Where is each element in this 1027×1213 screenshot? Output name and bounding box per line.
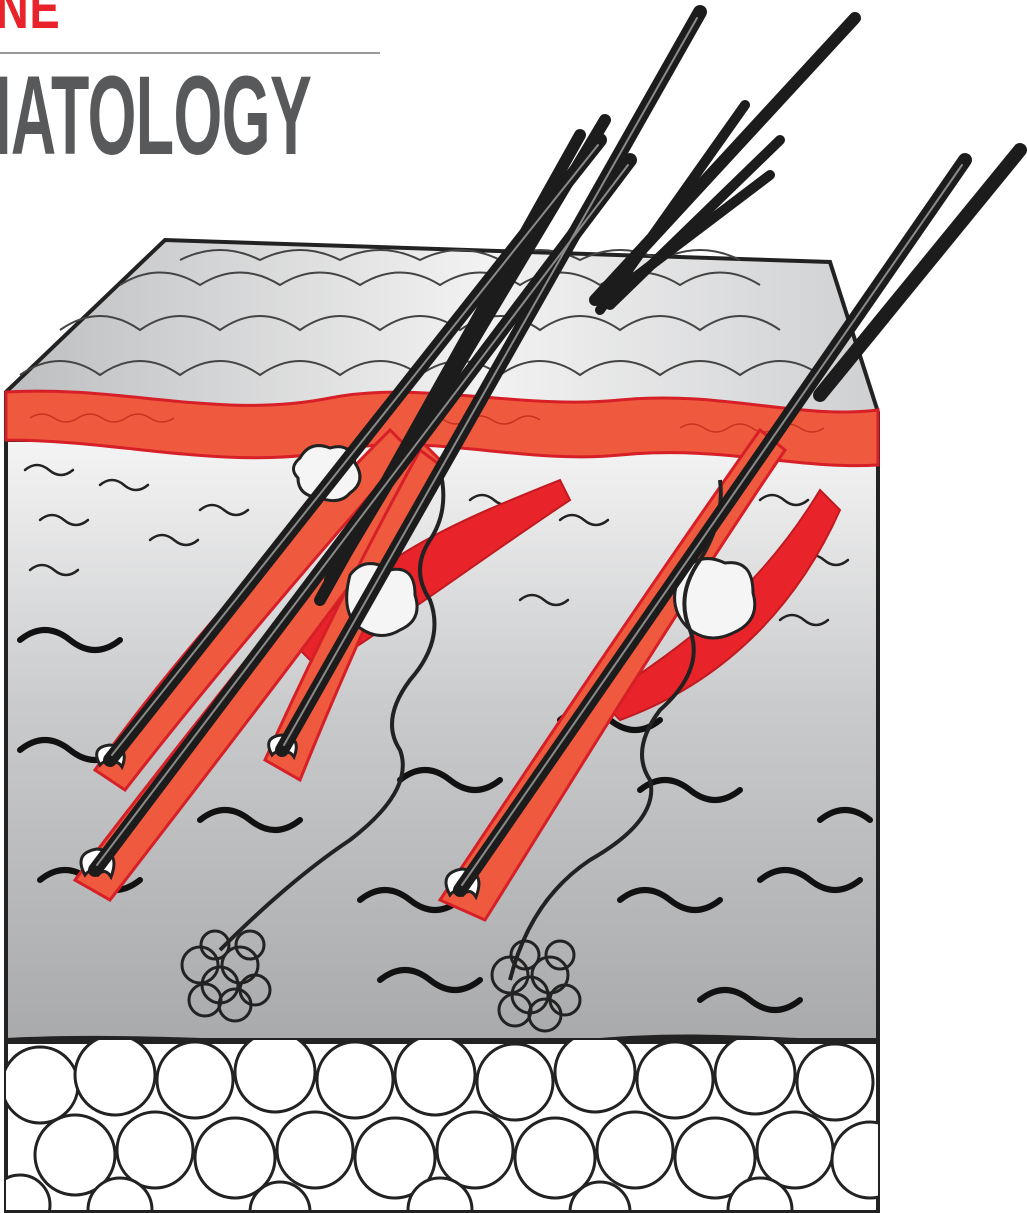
hair-shaft-6: [820, 150, 1020, 395]
fat-cells: [0, 1032, 908, 1213]
